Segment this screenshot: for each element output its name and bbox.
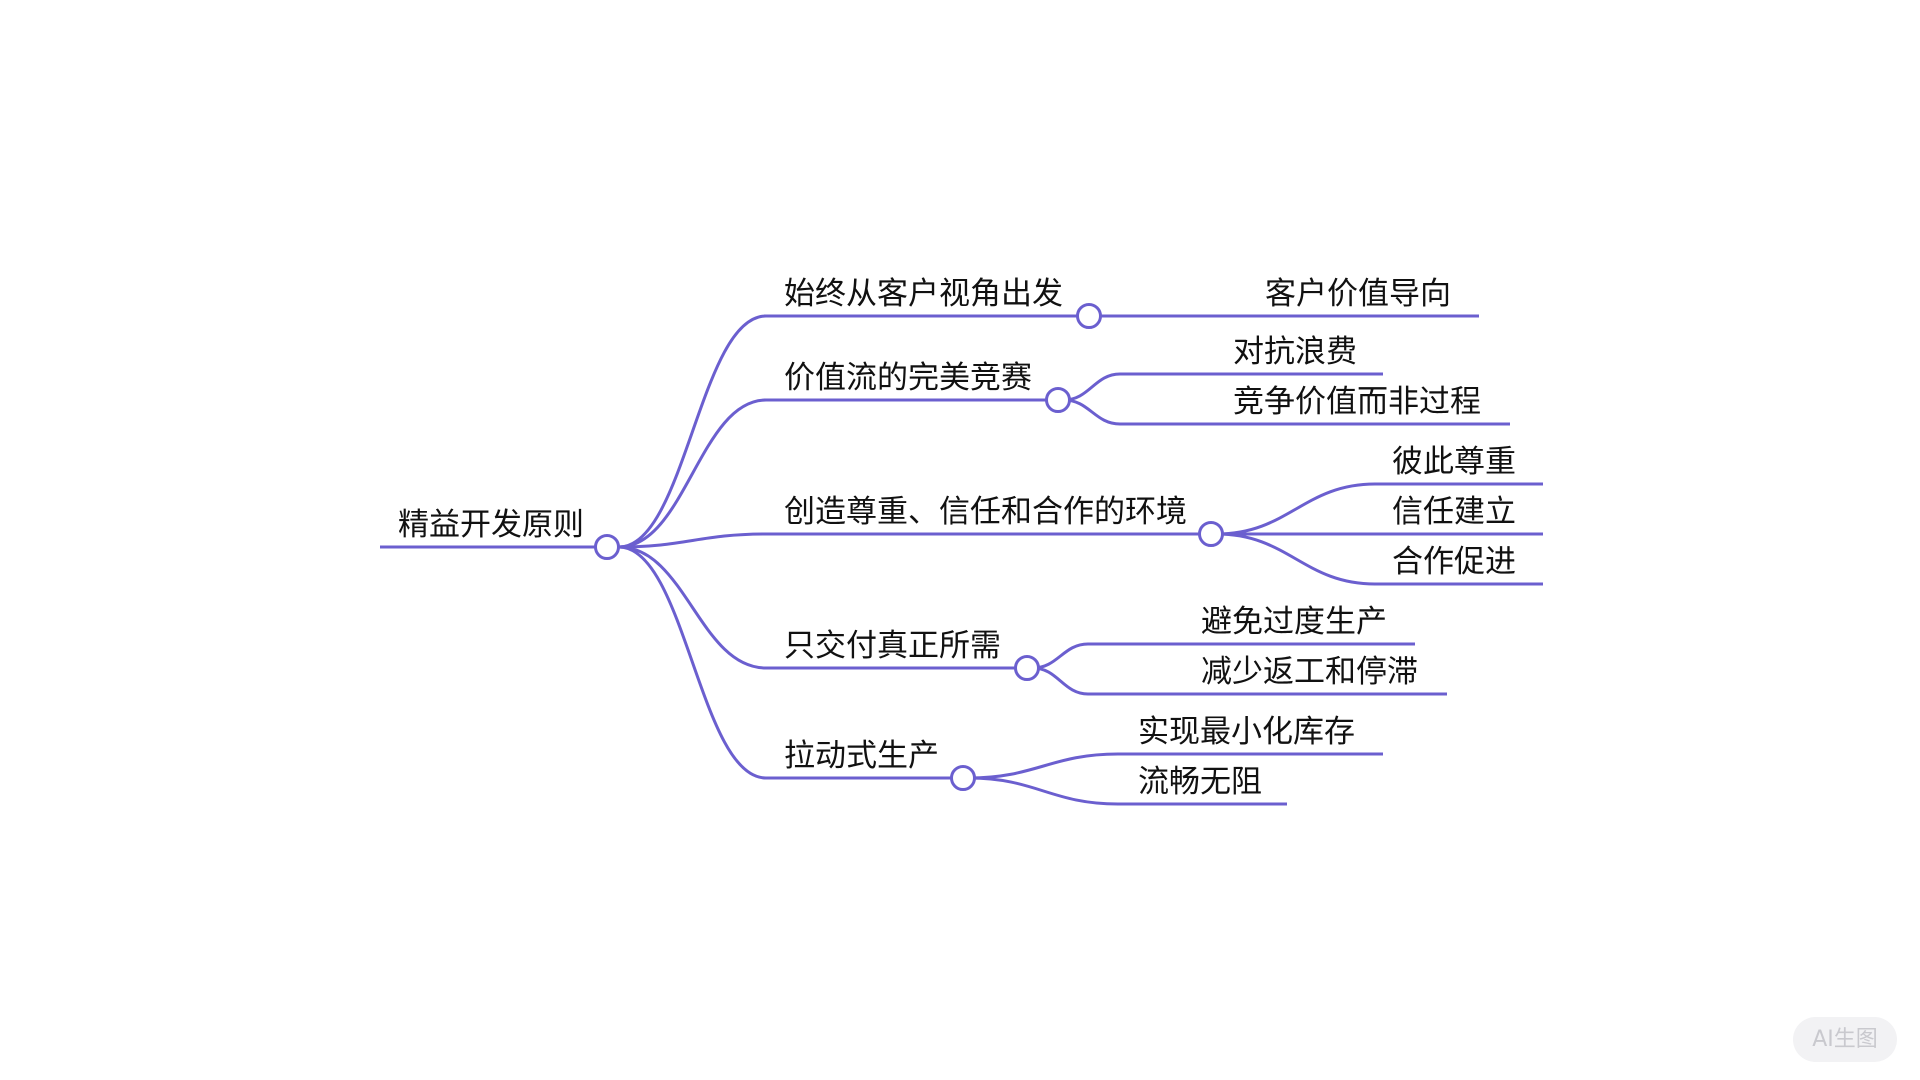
leaf-label-2-1: 对抗浪费 xyxy=(1233,334,1357,370)
leaf-connector-3-1 xyxy=(1216,482,1376,536)
leaf-label-5-2: 流畅无阻 xyxy=(1138,764,1262,800)
branch-connector-1 xyxy=(618,314,767,549)
root-toggle-knob[interactable] xyxy=(594,534,620,560)
leaf-connector-5-1 xyxy=(968,752,1119,780)
branch-connector-4 xyxy=(618,545,767,670)
leaf-connector-2-1 xyxy=(1063,372,1121,402)
leaf-connector-3-3 xyxy=(1216,532,1376,586)
leaf-label-5-1: 实现最小化库存 xyxy=(1138,714,1355,750)
branch-connector-2 xyxy=(618,398,767,549)
leaf-connector-4-2 xyxy=(1032,666,1089,696)
leaf-connector-5-2 xyxy=(968,776,1119,806)
branch-toggle-knob-4[interactable] xyxy=(1014,655,1040,681)
branch-connector-3 xyxy=(618,532,767,549)
ai-watermark-badge: AI生图 xyxy=(1793,1017,1897,1062)
branch-label-2: 价值流的完美竞赛 xyxy=(784,360,1032,396)
branch-toggle-knob-3[interactable] xyxy=(1198,521,1224,547)
branch-connector-5 xyxy=(618,545,767,780)
root-node-label: 精益开发原则 xyxy=(398,507,584,543)
leaf-label-2-2: 竞争价值而非过程 xyxy=(1233,384,1481,420)
branch-toggle-knob-5[interactable] xyxy=(950,765,976,791)
branch-label-4: 只交付真正所需 xyxy=(784,628,1001,664)
branch-label-5: 拉动式生产 xyxy=(784,738,939,774)
branch-label-3: 创造尊重、信任和合作的环境 xyxy=(784,494,1187,530)
leaf-connector-4-1 xyxy=(1032,642,1089,670)
leaf-label-3-1: 彼此尊重 xyxy=(1392,444,1516,480)
leaf-label-4-2: 减少返工和停滞 xyxy=(1201,654,1418,690)
leaf-label-4-1: 避免过度生产 xyxy=(1201,604,1387,640)
branch-toggle-knob-2[interactable] xyxy=(1045,387,1071,413)
leaf-label-3-2: 信任建立 xyxy=(1392,494,1516,530)
branch-label-1: 始终从客户视角出发 xyxy=(784,276,1063,312)
leaf-label-3-3: 合作促进 xyxy=(1392,544,1516,580)
leaf-label-1-1: 客户价值导向 xyxy=(1265,276,1451,312)
leaf-connector-2-2 xyxy=(1063,398,1121,426)
branch-toggle-knob-1[interactable] xyxy=(1076,303,1102,329)
